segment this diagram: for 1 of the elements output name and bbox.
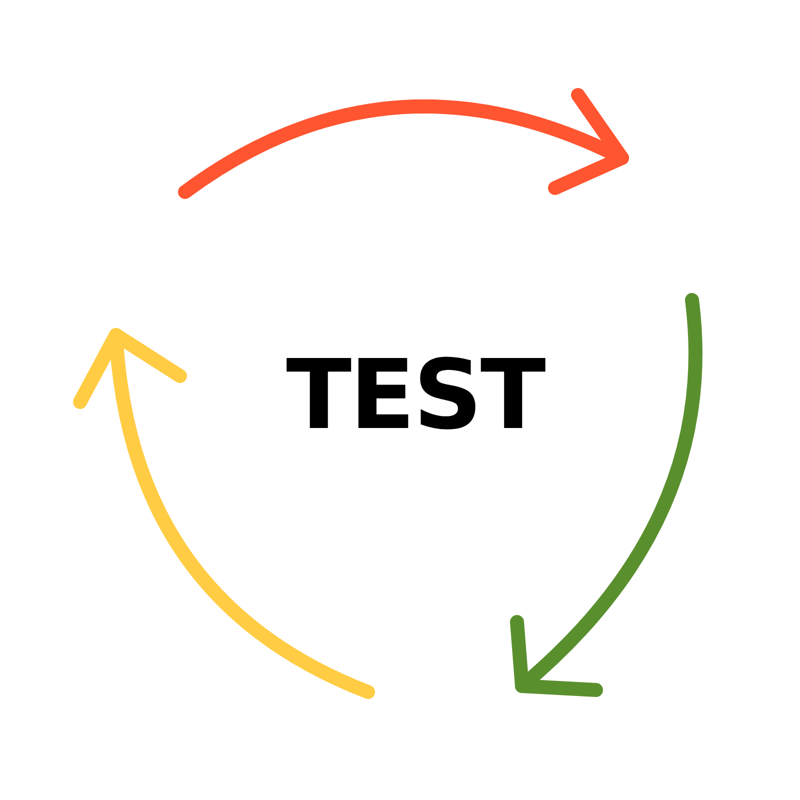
center-label: TEST — [286, 347, 544, 443]
